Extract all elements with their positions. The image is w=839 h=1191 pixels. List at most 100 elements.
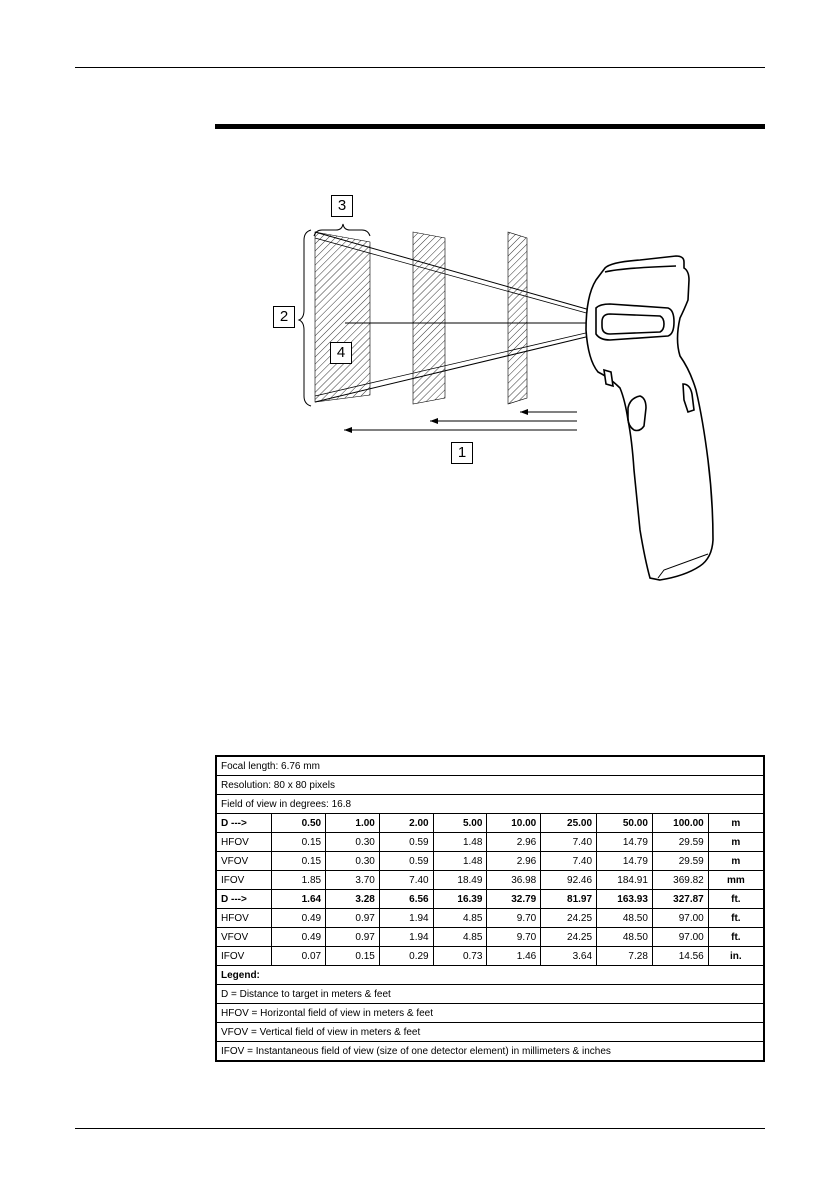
row-unit: ft. bbox=[707, 908, 765, 928]
info-row: Field of view in degrees: 16.8 bbox=[215, 794, 765, 814]
table-cell: 4.85 bbox=[432, 908, 488, 928]
table-cell: 97.00 bbox=[651, 908, 709, 928]
table-cell: 48.50 bbox=[596, 927, 653, 947]
table-cell: 36.98 bbox=[486, 870, 542, 890]
table-cell: 0.50 bbox=[271, 813, 327, 833]
table-cell: 3.70 bbox=[325, 870, 380, 890]
row-unit: m bbox=[707, 851, 765, 871]
table-cell: 0.59 bbox=[378, 832, 434, 852]
table-cell: 5.00 bbox=[432, 813, 488, 833]
table-cell: 0.30 bbox=[325, 851, 380, 871]
row-label: VFOV bbox=[215, 851, 273, 871]
table-cell: 0.15 bbox=[271, 851, 327, 871]
table-cell: 369.82 bbox=[651, 870, 709, 890]
table-cell: 14.56 bbox=[651, 946, 709, 966]
row-label: IFOV bbox=[215, 946, 273, 966]
row-unit: ft. bbox=[707, 889, 765, 909]
table-cell: 7.40 bbox=[540, 832, 598, 852]
table-cell: 25.00 bbox=[540, 813, 598, 833]
table-cell: 9.70 bbox=[486, 908, 542, 928]
row-unit: mm bbox=[707, 870, 765, 890]
legend-item-hfov: HFOV = Horizontal field of view in meter… bbox=[215, 1003, 765, 1023]
table-cell: 1.94 bbox=[378, 908, 434, 928]
table-cell: 1.64 bbox=[271, 889, 327, 909]
target-plane-near bbox=[507, 231, 528, 405]
table-cell: 24.25 bbox=[540, 908, 598, 928]
bracket-horizontal bbox=[313, 223, 371, 237]
table-cell: 0.97 bbox=[325, 927, 380, 947]
table-cell: 0.29 bbox=[378, 946, 434, 966]
row-label: D ---> bbox=[215, 889, 273, 909]
info-row: Focal length: 6.76 mm bbox=[215, 755, 765, 776]
callout-1: 1 bbox=[451, 442, 473, 464]
thermal-camera bbox=[585, 255, 714, 581]
table-cell: 1.85 bbox=[271, 870, 327, 890]
table-cell: 14.79 bbox=[596, 851, 653, 871]
table-cell: 7.40 bbox=[378, 870, 434, 890]
table-cell: 327.87 bbox=[651, 889, 709, 909]
row-label: D ---> bbox=[215, 813, 273, 833]
table-cell: 0.15 bbox=[325, 946, 380, 966]
resolution: Resolution: 80 x 80 pixels bbox=[215, 775, 765, 795]
row-label: IFOV bbox=[215, 870, 273, 890]
table-cell: 0.73 bbox=[432, 946, 488, 966]
info-row: Resolution: 80 x 80 pixels bbox=[215, 775, 765, 795]
table-cell: 2.96 bbox=[486, 832, 542, 852]
table-cell: 18.49 bbox=[432, 870, 488, 890]
table-cell: 0.59 bbox=[378, 851, 434, 871]
row-label: HFOV bbox=[215, 908, 273, 928]
table-cell: 100.00 bbox=[651, 813, 709, 833]
legend-item-ifov: IFOV = Instantaneous field of view (size… bbox=[215, 1041, 765, 1062]
section-heading-rule bbox=[215, 124, 765, 129]
legend-row: VFOV = Vertical field of view in meters … bbox=[215, 1022, 765, 1042]
table-cell: 2.96 bbox=[486, 851, 542, 871]
table-cell: 0.30 bbox=[325, 832, 380, 852]
legend-item-vfov: VFOV = Vertical field of view in meters … bbox=[215, 1022, 765, 1042]
legend-row: IFOV = Instantaneous field of view (size… bbox=[215, 1041, 765, 1062]
target-plane-mid bbox=[412, 231, 446, 405]
table-cell: 184.91 bbox=[596, 870, 653, 890]
table-cell: 50.00 bbox=[596, 813, 653, 833]
table-cell: 29.59 bbox=[651, 832, 709, 852]
table-cell: 1.46 bbox=[486, 946, 542, 966]
table-cell: 1.94 bbox=[378, 927, 434, 947]
table-cell: 3.28 bbox=[325, 889, 380, 909]
focal-length: Focal length: 6.76 mm bbox=[215, 755, 765, 776]
table-cell: 10.00 bbox=[486, 813, 542, 833]
table-cell: 1.48 bbox=[432, 832, 488, 852]
row-label: HFOV bbox=[215, 832, 273, 852]
legend-row: HFOV = Horizontal field of view in meter… bbox=[215, 1003, 765, 1023]
table-cell: 7.28 bbox=[596, 946, 653, 966]
row-unit: m bbox=[707, 832, 765, 852]
table-cell: 0.97 bbox=[325, 908, 380, 928]
row-unit: ft. bbox=[707, 927, 765, 947]
table-cell: 3.64 bbox=[540, 946, 598, 966]
table-cell: 97.00 bbox=[651, 927, 709, 947]
row-label: VFOV bbox=[215, 927, 273, 947]
field-of-view-degrees: Field of view in degrees: 16.8 bbox=[215, 794, 765, 814]
table-cell: 29.59 bbox=[651, 851, 709, 871]
callout-4: 4 bbox=[330, 342, 352, 364]
table-cell: 0.07 bbox=[271, 946, 327, 966]
table-cell: 9.70 bbox=[486, 927, 542, 947]
callout-2: 2 bbox=[273, 306, 295, 328]
table-cell: 32.79 bbox=[486, 889, 542, 909]
header-rule bbox=[75, 67, 765, 68]
table-cell: 81.97 bbox=[540, 889, 598, 909]
callout-3: 3 bbox=[331, 195, 353, 217]
table-cell: 0.15 bbox=[271, 832, 327, 852]
table-cell: 14.79 bbox=[596, 832, 653, 852]
table-cell: 4.85 bbox=[432, 927, 488, 947]
field-of-view-diagram bbox=[297, 223, 714, 581]
footer-rule bbox=[75, 1128, 765, 1129]
table-cell: 92.46 bbox=[540, 870, 598, 890]
legend-item-d: D = Distance to target in meters & feet bbox=[215, 984, 765, 1004]
